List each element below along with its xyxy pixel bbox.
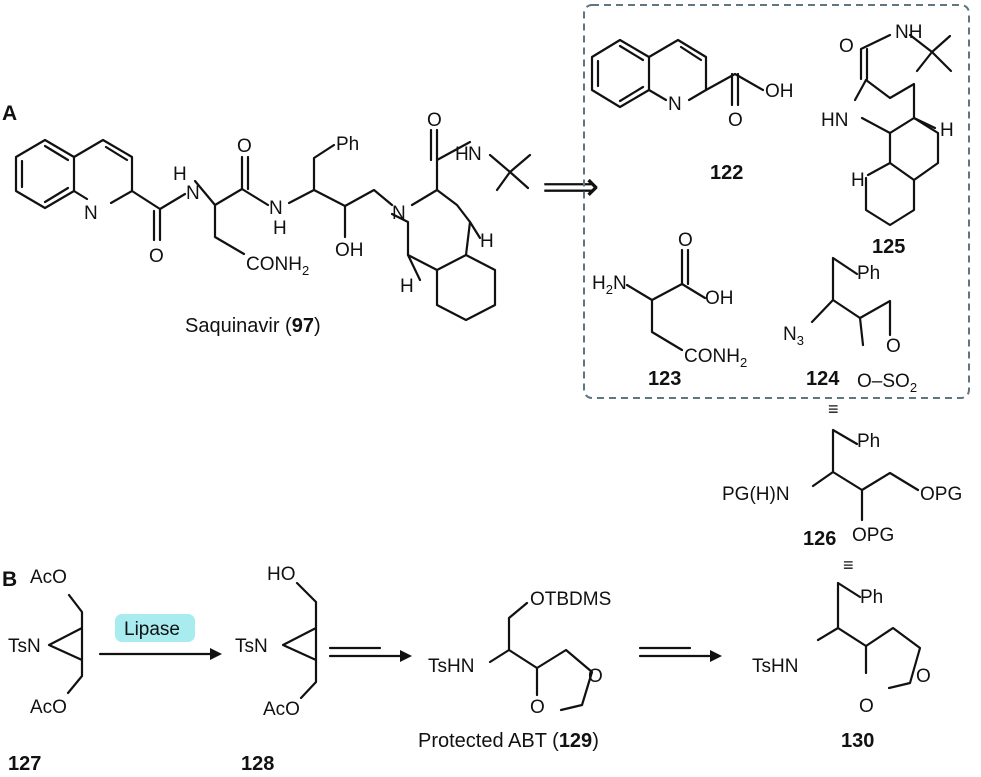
atom-nh: NH	[895, 22, 922, 43]
lipase-label: Lipase	[124, 619, 180, 640]
lipase-badge	[115, 614, 195, 642]
atom-h: H	[480, 231, 494, 252]
abt-caption: Protected ABT (129)	[418, 730, 599, 752]
atom-n: N	[84, 203, 98, 224]
conh2-label: CONH2	[246, 254, 309, 278]
atom-n: N	[668, 94, 682, 115]
compound-129-structure	[488, 601, 594, 712]
atom-oh: OH	[765, 81, 794, 102]
building-blocks-box	[583, 4, 970, 399]
atom-o: O	[916, 666, 931, 687]
n3-label: N3	[783, 324, 804, 348]
compound-130-label: 130	[841, 730, 874, 752]
atom-aco: AcO	[30, 697, 67, 718]
atom-o: O	[530, 697, 545, 718]
atom-o: O	[149, 246, 164, 267]
equivalence-mark: ≡	[843, 555, 854, 575]
compound-122-label: 122	[710, 162, 743, 184]
atom-h: H	[940, 120, 954, 141]
h2n-label: H2N	[592, 273, 627, 297]
atom-h: H	[173, 164, 187, 185]
atom-aco: AcO	[263, 699, 300, 720]
compound-124-label: 124	[806, 368, 840, 390]
atom-tshn: TsHN	[428, 656, 474, 677]
atom-tshn: TsHN	[752, 656, 798, 677]
atom-n: N	[269, 198, 283, 219]
saquinavir-caption: Saquinavir (97)	[185, 315, 321, 337]
conh2-label: CONH2	[684, 346, 747, 370]
multistep-arrow-1	[328, 646, 404, 658]
atom-n: N	[186, 183, 200, 204]
compound-125-label: 125	[872, 236, 905, 258]
multistep-arrow-2	[638, 646, 714, 658]
atom-h: H	[273, 218, 287, 239]
retro-arrow: ⟹	[542, 165, 599, 209]
panel-label-a: A	[2, 102, 17, 125]
atom-tsn: TsN	[8, 636, 41, 657]
compound-127-structure	[47, 593, 84, 695]
compound-128-label: 128	[241, 753, 274, 775]
compound-125-structure	[853, 33, 953, 227]
compound-122-structure	[590, 38, 765, 109]
compound-126-structure	[811, 428, 920, 522]
pgh-label: PG(H)N	[722, 484, 790, 505]
atom-tsn: TsN	[235, 636, 268, 657]
saquinavir-structure	[14, 128, 532, 322]
atom-o: O	[678, 230, 693, 251]
oso2-label: O–SO2	[857, 371, 917, 395]
atom-h: H	[851, 170, 865, 191]
atom-opg: OPG	[852, 525, 894, 546]
compound-130-structure	[816, 581, 922, 690]
atom-aco: AcO	[30, 567, 67, 588]
atom-ph: Ph	[857, 263, 880, 284]
compound-127-label: 127	[8, 753, 41, 775]
atom-h: H	[400, 276, 414, 297]
atom-ph: Ph	[860, 587, 883, 608]
compound-126-label: 126	[803, 528, 836, 550]
atom-h: H	[455, 144, 469, 165]
equivalence-mark: ≡	[828, 399, 839, 419]
compound-124-structure	[810, 256, 892, 347]
atom-o: O	[839, 36, 854, 57]
compound-128-structure	[281, 581, 318, 700]
atom-o: O	[859, 696, 874, 717]
atom-otbdms: OTBDMS	[530, 589, 611, 610]
panel-label-b: B	[2, 568, 17, 591]
atom-n: N	[468, 144, 482, 165]
atom-o: O	[237, 136, 252, 157]
atom-ph: Ph	[336, 134, 359, 155]
atom-o: O	[427, 110, 442, 131]
atom-hn: HN	[821, 110, 848, 131]
atom-ph: Ph	[857, 431, 880, 452]
atom-o: O	[728, 110, 743, 131]
atom-oh: OH	[335, 240, 364, 261]
compound-123-label: 123	[648, 368, 681, 390]
atom-n: N	[392, 203, 406, 224]
atom-oh: OH	[705, 288, 734, 309]
atom-o: O	[886, 336, 901, 357]
atom-o: O	[588, 666, 603, 687]
atom-ho: HO	[267, 564, 296, 585]
atom-opg: OPG	[920, 484, 962, 505]
compound-123-structure	[625, 248, 707, 352]
